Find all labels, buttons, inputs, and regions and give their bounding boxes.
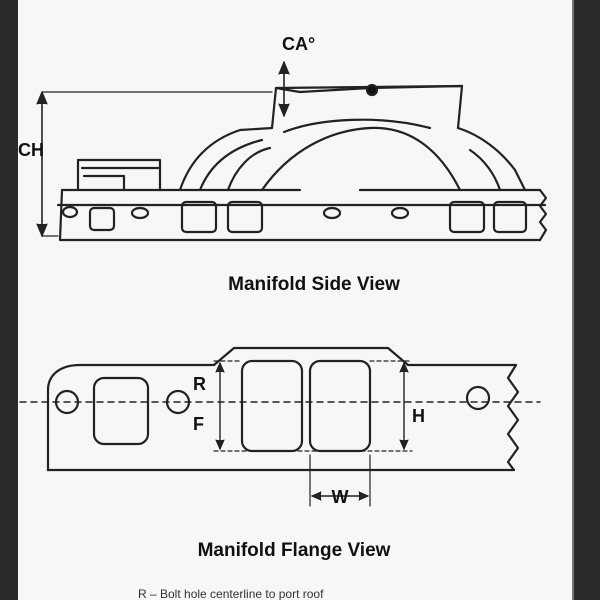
left-border bbox=[0, 0, 18, 600]
footnote: R – Bolt hole centerline to port roof bbox=[138, 587, 324, 600]
w-label: W bbox=[332, 487, 349, 507]
ch-label: CH bbox=[18, 140, 44, 160]
ca-label: CA° bbox=[282, 34, 315, 54]
flange-view-caption: Manifold Flange View bbox=[198, 540, 391, 561]
h-label: H bbox=[412, 406, 425, 426]
right-border bbox=[574, 0, 600, 600]
r-label: R bbox=[193, 374, 206, 394]
f-label: F bbox=[193, 414, 204, 434]
manifold-side-view bbox=[36, 61, 548, 242]
side-view-caption: Manifold Side View bbox=[228, 274, 400, 295]
manifold-flange-view bbox=[19, 346, 541, 507]
